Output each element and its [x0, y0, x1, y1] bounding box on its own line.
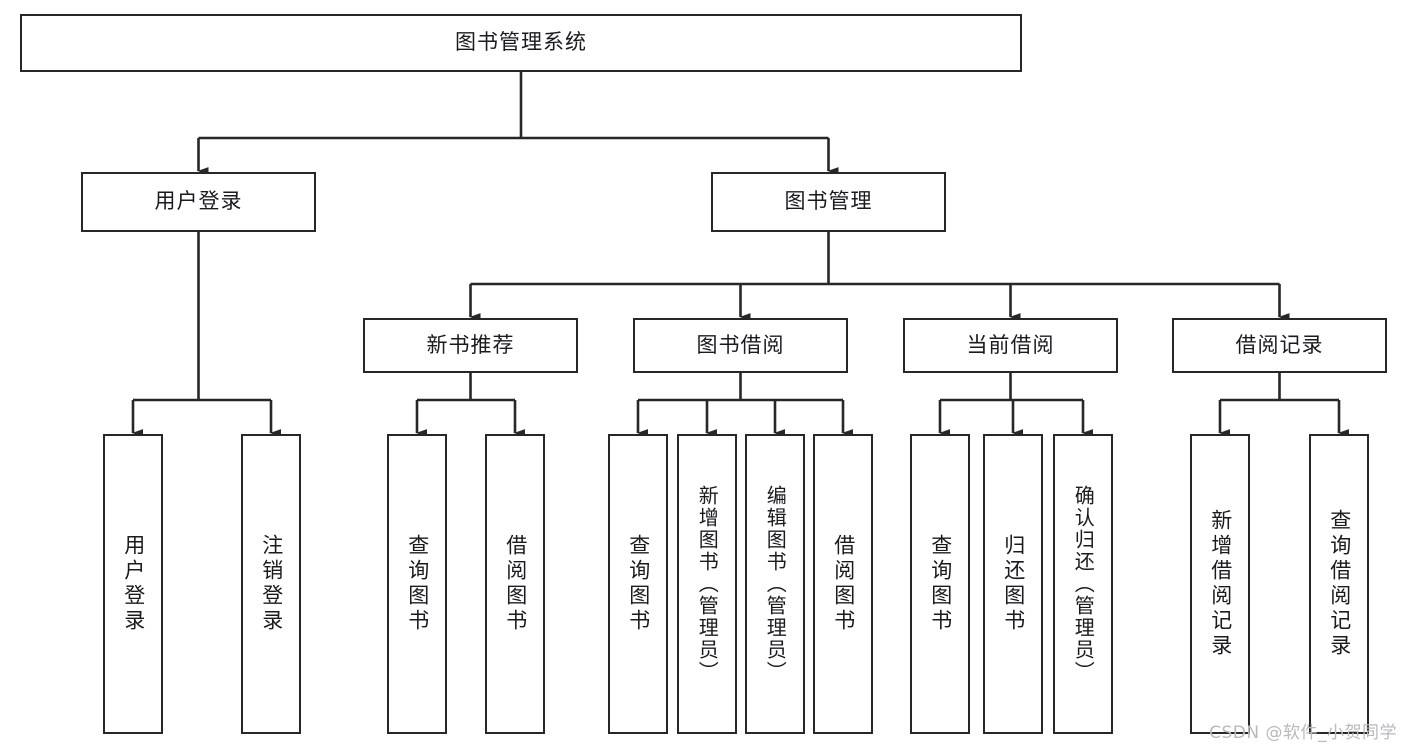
node-leaf-edit-book-admin[interactable]: 编辑图书（管理员）	[745, 434, 805, 734]
node-leaf-add-borrow-record[interactable]: 新增借阅记录	[1190, 434, 1250, 734]
node-label: 新增图书（管理员）	[695, 485, 720, 683]
watermark: CSDN @软件_小贺同学	[1209, 723, 1397, 743]
node-leaf-query-borrow-record[interactable]: 查询借阅记录	[1309, 434, 1369, 734]
node-label: 借阅记录	[1235, 332, 1324, 357]
node-label: 新书推荐	[426, 332, 515, 357]
node-label: 借阅图书	[503, 534, 528, 634]
node-label: 查询借阅记录	[1327, 509, 1352, 659]
node-book-manage[interactable]: 图书管理	[711, 172, 946, 232]
node-leaf-query-book-3[interactable]: 查询图书	[910, 434, 970, 734]
node-user-login[interactable]: 用户登录	[81, 172, 316, 232]
node-root[interactable]: 图书管理系统	[20, 14, 1022, 72]
node-label: 用户登录	[121, 534, 146, 634]
node-label: 编辑图书（管理员）	[763, 485, 788, 683]
node-label: 新增借阅记录	[1208, 509, 1233, 659]
node-label: 注销登录	[259, 534, 284, 634]
node-leaf-add-book-admin[interactable]: 新增图书（管理员）	[677, 434, 737, 734]
node-leaf-query-book-2[interactable]: 查询图书	[608, 434, 668, 734]
node-label: 当前借阅	[966, 332, 1055, 357]
node-leaf-borrow-book-2[interactable]: 借阅图书	[813, 434, 873, 734]
node-new-book-recommend[interactable]: 新书推荐	[363, 318, 578, 373]
edge-paths	[131, 72, 1349, 437]
node-label: 确认归还（管理员）	[1071, 485, 1096, 683]
node-current-borrow[interactable]: 当前借阅	[903, 318, 1118, 373]
node-label: 归还图书	[1001, 534, 1026, 634]
node-label: 查询图书	[928, 534, 953, 634]
node-leaf-return-book[interactable]: 归还图书	[983, 434, 1043, 734]
node-label: 图书借阅	[696, 332, 785, 357]
node-leaf-user-logout[interactable]: 注销登录	[241, 434, 301, 734]
node-book-borrow[interactable]: 图书借阅	[633, 318, 848, 373]
node-leaf-user-login[interactable]: 用户登录	[103, 434, 163, 734]
node-label: 查询图书	[405, 534, 430, 634]
node-leaf-borrow-book-1[interactable]: 借阅图书	[485, 434, 545, 734]
node-label: 借阅图书	[831, 534, 856, 634]
node-leaf-confirm-return-admin[interactable]: 确认归还（管理员）	[1053, 434, 1113, 734]
node-label: 图书管理系统	[455, 30, 587, 55]
node-label: 用户登录	[154, 189, 243, 214]
node-borrow-record[interactable]: 借阅记录	[1172, 318, 1387, 373]
node-label: 图书管理	[784, 189, 873, 214]
node-label: 查询图书	[626, 534, 651, 634]
node-leaf-query-book-1[interactable]: 查询图书	[387, 434, 447, 734]
